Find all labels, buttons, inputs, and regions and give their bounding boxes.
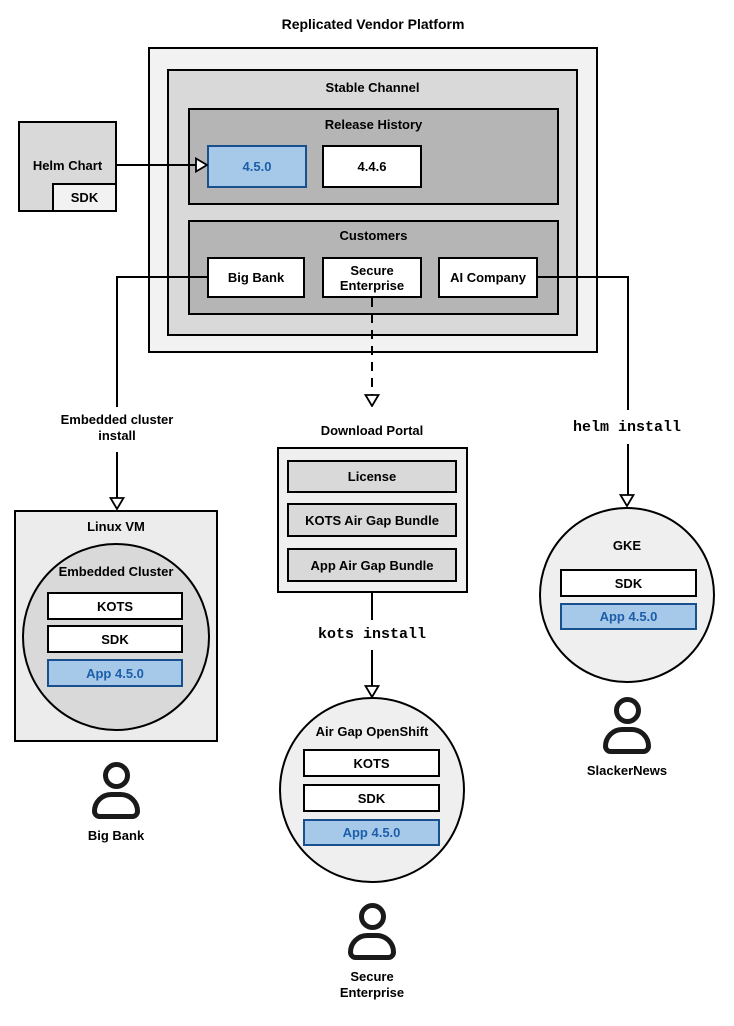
customer-big-bank-box: Big Bank	[207, 257, 305, 298]
helm-chart-release-connector	[117, 164, 196, 166]
embedded-cluster-label: Embedded Cluster	[58, 564, 174, 579]
embedded-cluster-install-label: Embedded cluster install	[60, 412, 174, 443]
person-body-icon	[92, 792, 140, 819]
openshift-sdk-box: SDK	[303, 784, 440, 812]
down-arrowhead-icon	[363, 685, 381, 699]
ai-company-connector-horizontal	[538, 276, 629, 278]
customers-label: Customers	[339, 228, 408, 243]
helm-chart-sdk-box: SDK	[52, 183, 117, 212]
linux-vm-kots-box: KOTS	[47, 592, 183, 620]
linux-vm-sdk-box: SDK	[47, 625, 183, 653]
customer-secure-enterprise-box: Secure Enterprise	[322, 257, 422, 298]
slackernews-user-icon	[603, 697, 651, 754]
license-box: License	[287, 460, 457, 493]
release-version-446-box: 4.4.6	[322, 145, 422, 188]
kots-airgap-bundle-box: KOTS Air Gap Bundle	[287, 503, 457, 537]
gke-sdk-box: SDK	[560, 569, 697, 597]
slackernews-user-label: SlackerNews	[586, 763, 668, 778]
portal-connector-line	[371, 593, 373, 620]
gke-label: GKE	[612, 538, 642, 553]
helm-chart-label: Helm Chart	[32, 158, 103, 173]
person-head-icon	[358, 903, 386, 930]
release-history-label: Release History	[324, 117, 423, 132]
diagram-title: Replicated Vendor Platform	[281, 16, 465, 32]
kots-install-arrow-line	[371, 650, 373, 687]
ai-company-connector-vertical	[627, 276, 629, 410]
down-arrowhead-icon	[108, 497, 126, 511]
person-head-icon	[613, 697, 641, 724]
big-bank-user-icon	[92, 762, 140, 819]
secure-enterprise-dashed-connector	[371, 298, 373, 396]
embedded-install-arrow-line	[116, 452, 118, 498]
person-head-icon	[102, 762, 130, 789]
stable-channel-label: Stable Channel	[325, 80, 420, 95]
helm-install-arrow-line	[627, 444, 629, 496]
right-arrowhead-icon	[195, 156, 209, 174]
big-bank-user-label: Big Bank	[87, 828, 145, 843]
gke-app-box: App 4.5.0	[560, 603, 697, 630]
linux-vm-app-box: App 4.5.0	[47, 659, 183, 687]
person-body-icon	[348, 933, 396, 960]
big-bank-connector-vertical	[116, 276, 118, 407]
secure-enterprise-user-label: Secure Enterprise	[339, 969, 405, 1000]
openshift-app-box: App 4.5.0	[303, 819, 440, 846]
big-bank-connector-horizontal	[117, 276, 207, 278]
down-arrowhead-icon	[363, 394, 381, 408]
app-airgap-bundle-box: App Air Gap Bundle	[287, 548, 457, 582]
person-body-icon	[603, 727, 651, 754]
customer-ai-company-box: AI Company	[438, 257, 538, 298]
download-portal-label: Download Portal	[320, 423, 424, 438]
secure-enterprise-user-icon	[348, 903, 396, 960]
kots-install-command-label: kots install	[317, 626, 427, 643]
down-arrowhead-icon	[618, 494, 636, 508]
helm-install-command-label: helm install	[572, 419, 682, 436]
release-version-450-box: 4.5.0	[207, 145, 307, 188]
linux-vm-label: Linux VM	[87, 519, 145, 534]
openshift-kots-box: KOTS	[303, 749, 440, 777]
air-gap-openshift-label: Air Gap OpenShift	[315, 724, 429, 739]
